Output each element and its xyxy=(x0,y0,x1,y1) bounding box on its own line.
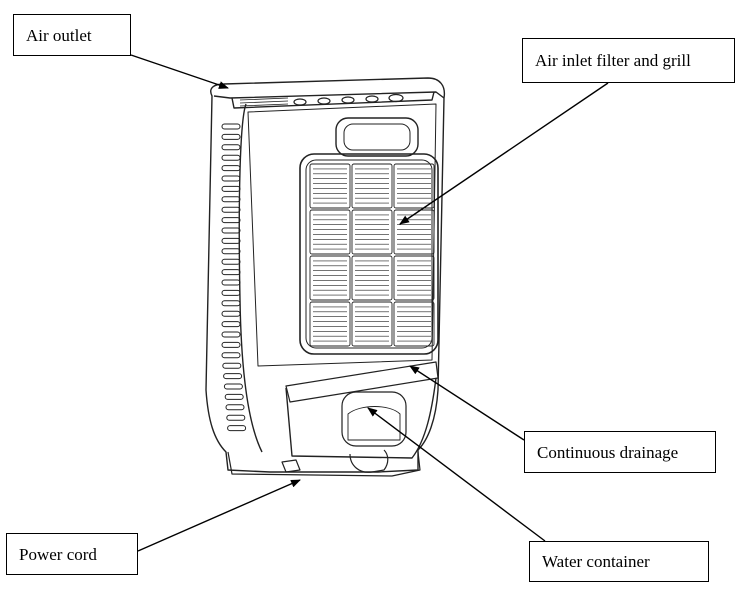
side-vent-slot xyxy=(221,248,241,255)
grill-cell xyxy=(393,255,435,301)
side-vent-slot xyxy=(221,331,241,338)
side-vent-slot xyxy=(221,300,241,307)
side-vent-slot xyxy=(221,165,241,172)
side-vent-slot xyxy=(221,185,241,192)
leader-power-cord xyxy=(137,479,301,552)
unit-top-deck xyxy=(213,91,445,99)
side-vent-slot xyxy=(222,362,242,369)
air-inlet-grill-frame xyxy=(299,153,439,355)
control-buttons xyxy=(293,93,404,106)
unit-side-edge xyxy=(238,103,263,453)
side-vent-slot xyxy=(221,310,241,317)
label-water-container: Water container xyxy=(529,541,709,582)
side-vent-slot xyxy=(221,196,241,203)
label-air-inlet-filter: Air inlet filter and grill xyxy=(522,38,735,83)
water-tank-window xyxy=(341,391,407,447)
side-vent-slot xyxy=(223,383,243,390)
side-vent-slot xyxy=(221,321,241,328)
grill-cell xyxy=(309,301,351,347)
grill-cell xyxy=(309,255,351,301)
side-vent-slot xyxy=(221,289,241,296)
side-vent-slot xyxy=(221,269,241,276)
side-vent-slot xyxy=(221,154,241,161)
label-power-cord: Power cord xyxy=(6,533,138,575)
unit-base xyxy=(227,451,421,477)
side-vent-slot xyxy=(221,258,241,265)
unit-front-face xyxy=(247,103,437,367)
grill-cell xyxy=(351,301,393,347)
side-vent-slot xyxy=(223,373,243,380)
grill-cell xyxy=(393,163,435,209)
side-vent-slot xyxy=(221,175,241,182)
control-panel xyxy=(231,91,435,109)
leader-lines xyxy=(130,54,609,552)
leader-air-inlet xyxy=(399,82,609,225)
side-vent-slot xyxy=(221,217,241,224)
side-vent-slot xyxy=(224,393,244,400)
leader-air-outlet xyxy=(130,54,229,89)
grill-cell xyxy=(351,209,393,255)
grill-cell xyxy=(393,209,435,255)
grill-cell xyxy=(309,209,351,255)
carry-handle xyxy=(335,117,419,157)
water-tank-front xyxy=(285,377,437,459)
label-continuous-drainage: Continuous drainage xyxy=(524,431,716,473)
side-vent-slot xyxy=(226,414,246,421)
side-vent-slots xyxy=(221,123,247,432)
side-vent-slot xyxy=(225,404,245,411)
water-tank-top-edge xyxy=(285,361,439,403)
side-vent-slot xyxy=(221,206,241,213)
power-cord-stub xyxy=(281,459,301,473)
outlet-louvers xyxy=(239,97,289,107)
air-inlet-grill-cells xyxy=(309,163,435,347)
side-vent-slot xyxy=(221,227,241,234)
side-vent-slot xyxy=(221,133,241,140)
drain-spout xyxy=(349,449,389,473)
side-vent-slot xyxy=(221,341,241,348)
grill-cell xyxy=(351,163,393,209)
water-tank-window-inner xyxy=(347,406,401,441)
side-vent-slot xyxy=(221,237,241,244)
side-vent-slot xyxy=(227,425,247,432)
label-air-outlet: Air outlet xyxy=(13,14,131,56)
leader-water-container xyxy=(367,407,546,542)
grill-cell xyxy=(393,301,435,347)
grill-cell xyxy=(309,163,351,209)
side-vent-slot xyxy=(221,279,241,286)
side-vent-slot xyxy=(221,144,241,151)
grill-cell xyxy=(351,255,393,301)
leader-continuous-drainage xyxy=(409,365,525,441)
side-vent-slot xyxy=(221,123,241,130)
carry-handle-grip xyxy=(343,123,411,151)
dehumidifier-unit xyxy=(205,77,446,477)
side-vent-slot xyxy=(221,352,241,359)
